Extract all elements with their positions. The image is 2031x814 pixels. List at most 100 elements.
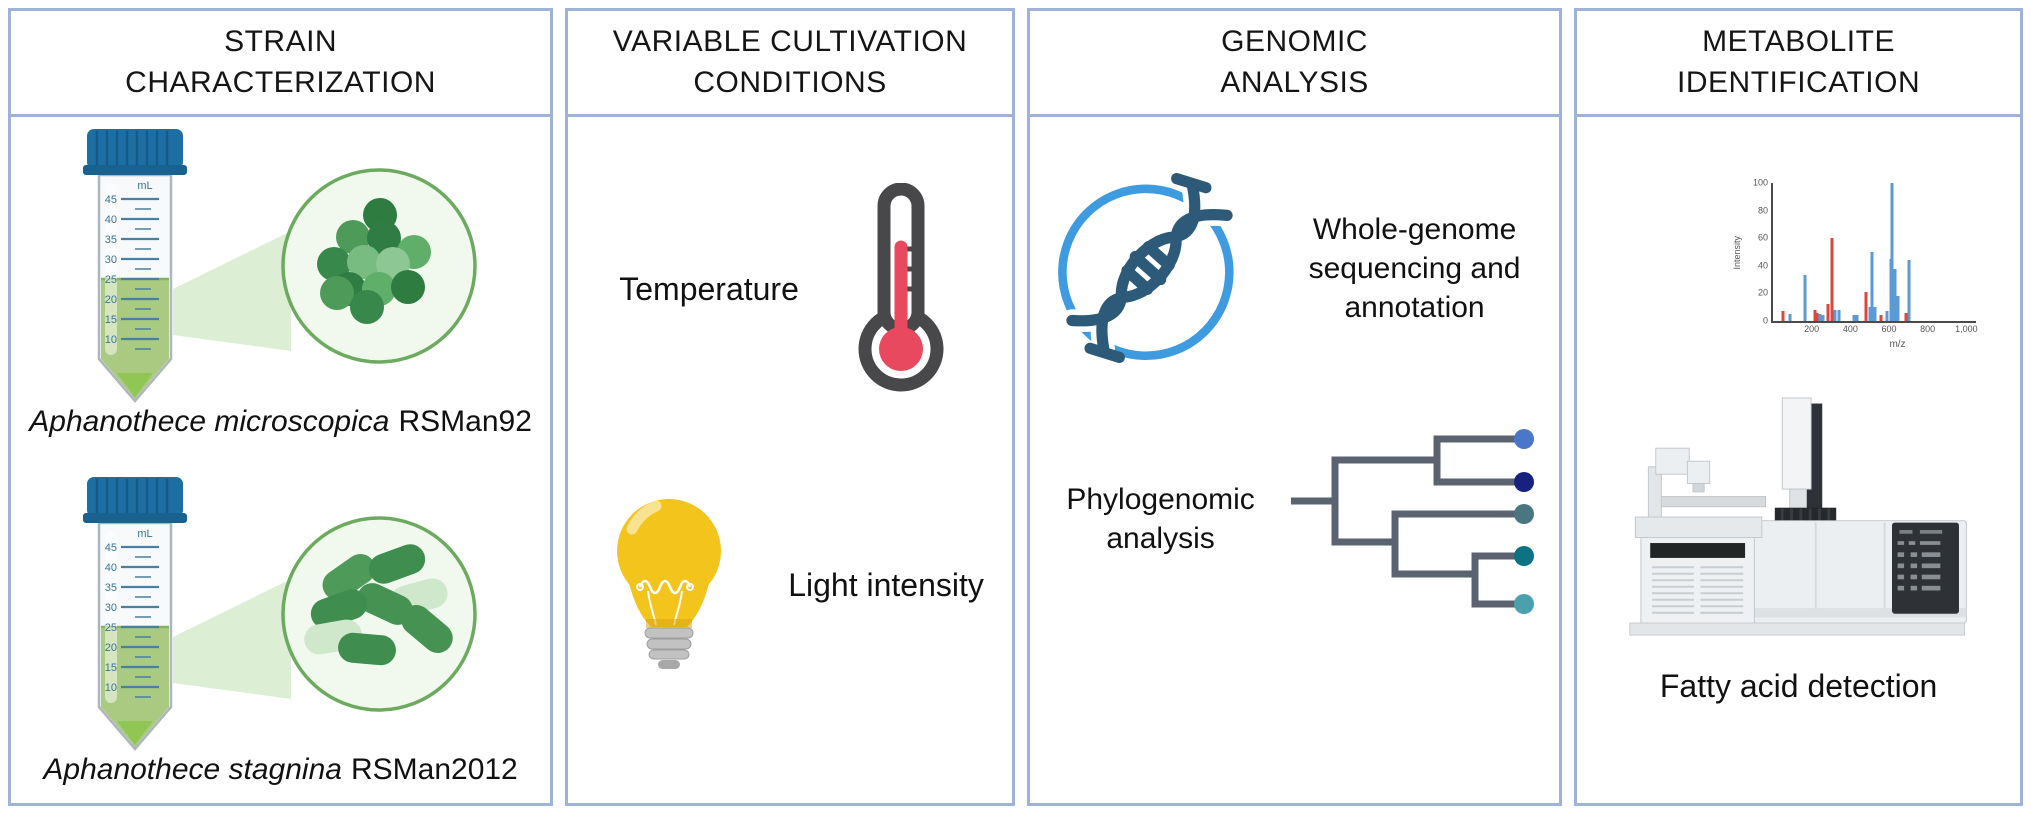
cap-lip	[82, 513, 187, 523]
spectrum-peak	[1870, 252, 1874, 321]
phylogenomic-label: Phylogenomic analysis	[1066, 483, 1255, 555]
spectrum-y-tick: 80	[1757, 205, 1768, 216]
spectrum-x-tick: 400	[1842, 324, 1858, 334]
tube-scale-label: 35	[104, 582, 116, 594]
temperature-row: Temperature	[619, 183, 961, 395]
cap-ridges	[95, 479, 168, 513]
tube-unit-label: mL	[137, 180, 152, 192]
spectrum-peak	[1855, 315, 1859, 321]
spectrum-peak	[1907, 260, 1911, 321]
spectrum-peak	[1868, 307, 1872, 321]
panel-metabolite-title: METABOLITE IDENTIFICATION	[1577, 11, 2020, 117]
spectrum-peak	[1830, 238, 1834, 321]
spectrum-peak	[1781, 311, 1785, 321]
tube-scale-label: 30	[104, 602, 116, 614]
spectrum-peak	[1873, 307, 1877, 321]
magnifier-beam	[172, 231, 291, 351]
panel-genomic-title: GENOMIC ANALYSIS	[1029, 11, 1560, 117]
spectrum-peak	[1788, 314, 1792, 321]
panel-title-line: STRAIN	[224, 25, 338, 58]
phylogenetic-tree-illustration	[1290, 429, 1534, 614]
liquid-tip	[116, 373, 153, 397]
light-row: Light intensity	[596, 491, 984, 679]
panel-title-line: ANALYSIS	[1220, 65, 1369, 99]
spectrum-peak	[1893, 268, 1897, 321]
strain-code: RSMan2012	[350, 753, 518, 786]
spectrum-y-tick: 60	[1757, 232, 1768, 243]
tube-scale-label: 20	[104, 642, 116, 654]
tube-scale-label: 25	[104, 274, 116, 286]
panel-cultivation-title: VARIABLE CULTIVATION CONDITIONS	[568, 11, 1012, 117]
spectrum-y-axis-label: Intensity	[1732, 236, 1742, 270]
spectrum-peak	[1818, 314, 1822, 321]
spectrum-peak	[1815, 312, 1819, 321]
spectrum-x-tick: 200	[1804, 324, 1820, 334]
tube-scale-label: 35	[104, 234, 116, 246]
spectrum-main: Intensity 0 20 40 60 80 100 200 400 600 800 1,000	[1732, 178, 2000, 334]
strain-species: Aphanothece microscopica	[29, 405, 390, 438]
tube-scale-label: 10	[104, 682, 116, 694]
culture-tube-rods-illustration: mL 45 40 35 30 25 20 15 10	[82, 477, 477, 751]
spectrum-y-tick: 100	[1752, 177, 1768, 188]
spectrum-x-tick: 800	[1920, 324, 1936, 334]
panel-genomic-body: Whole-genome sequencing and annotation P…	[1030, 117, 1559, 803]
tube-scale-label: 15	[104, 662, 116, 674]
tree-branches	[1290, 435, 1524, 608]
strain-species: Aphanothece stagnina	[43, 753, 342, 786]
gcms-instrument-illustration	[1628, 397, 1967, 636]
tree-tip-3	[1513, 504, 1534, 524]
strain-code: RSMan92	[398, 405, 532, 438]
wgs-label: Whole-genome sequencing and annotation	[1308, 212, 1521, 324]
spectrum-x-tick: 1,000	[1955, 324, 1978, 334]
tube-scale-label: 25	[104, 622, 116, 634]
spectrum-peak	[1879, 315, 1883, 321]
spectrum-x-axis-label: m/z	[1889, 339, 1906, 350]
tube-cap	[86, 129, 183, 169]
panel-cultivation-conditions: VARIABLE CULTIVATION CONDITIONS Temperat…	[565, 8, 1015, 806]
panel-title-line: CONDITIONS	[693, 65, 887, 99]
cap-ridges	[95, 131, 168, 165]
spectrum-peak	[1833, 309, 1837, 321]
tube-highlight	[104, 531, 117, 703]
rod-cells	[303, 544, 453, 666]
panel-cultivation-body: Temperature	[568, 117, 1012, 803]
spectrum-x-tick: 600	[1881, 324, 1897, 334]
tube-scale-label: 10	[104, 334, 116, 346]
tube-graduations	[120, 545, 159, 698]
culture-tube-cocci-illustration: mL 45 40 35 30 25 20 15 10	[82, 129, 477, 403]
panel-strain-title: STRAIN CHARACTERIZATION	[11, 11, 551, 117]
dna-icon	[1057, 172, 1238, 364]
spectrum-peak	[1889, 258, 1893, 321]
spectrum-y-tick: 20	[1757, 287, 1768, 298]
spectrum-y-tick: 0	[1762, 315, 1768, 326]
spectrum-peak	[1821, 315, 1825, 321]
tube-scale-label: 40	[104, 214, 116, 226]
panel-title-line: VARIABLE CULTIVATION	[612, 25, 968, 58]
panel-title-line: IDENTIFICATION	[1677, 65, 1921, 99]
liquid-tip	[116, 721, 153, 745]
magnifier-beam	[172, 579, 291, 699]
phylo-row: Phylogenomic analysis	[1047, 419, 1543, 619]
tube-scale-label: 45	[104, 542, 116, 554]
panel-strain-characterization: STRAIN CHARACTERIZATION	[8, 8, 554, 806]
cocci-cells	[316, 198, 431, 324]
tube-unit-label: mL	[137, 528, 152, 540]
tree-tip-2	[1513, 472, 1534, 492]
light-bulb-icon	[617, 499, 722, 669]
panel-genomic-analysis: GENOMIC ANALYSIS	[1026, 8, 1563, 806]
spectrum-y-tick: 40	[1757, 260, 1768, 271]
tree-tip-5	[1513, 594, 1534, 614]
tube-scale-label: 15	[104, 314, 116, 326]
spectrum-peak	[1890, 183, 1894, 321]
tree-tip-4	[1513, 546, 1534, 566]
temperature-label: Temperature	[619, 270, 799, 307]
light-intensity-label: Light intensity	[788, 566, 984, 603]
spectrum-peak	[1864, 292, 1868, 321]
thermometer-icon	[858, 183, 944, 392]
spectrum-peak	[1837, 309, 1841, 321]
panel-title-line: CHARACTERIZATION	[125, 65, 436, 99]
tube-cap	[86, 477, 183, 517]
spectrum-peak	[1813, 309, 1817, 321]
